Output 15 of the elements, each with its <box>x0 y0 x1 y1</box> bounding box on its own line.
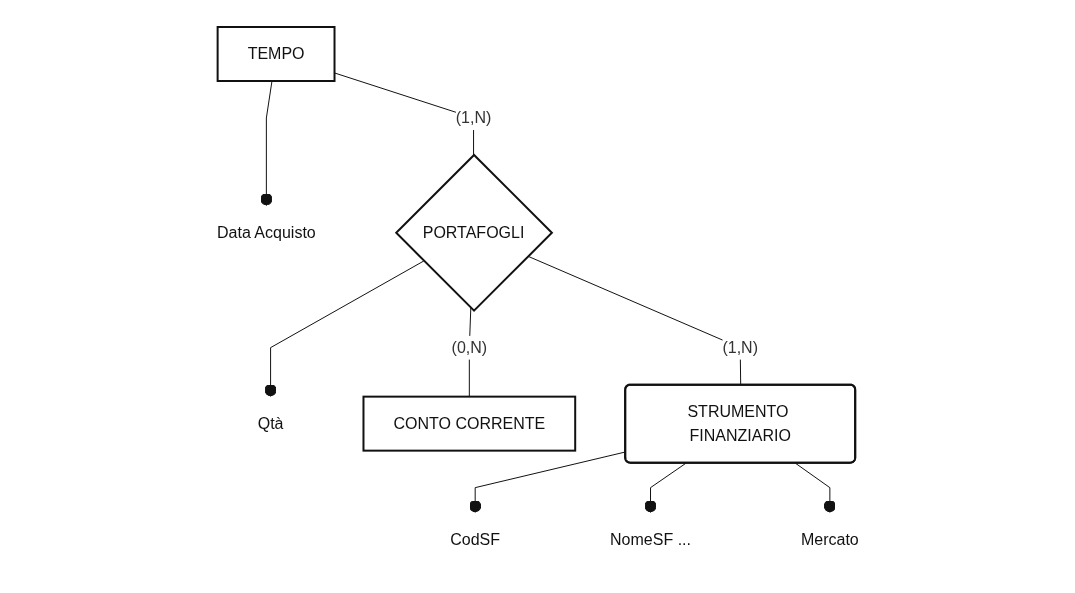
node-box: CONTO CORRENTE <box>362 395 576 452</box>
node-text: NomeSF ... <box>609 530 691 548</box>
connector <box>264 260 424 397</box>
node-text: Data Acquisto <box>216 223 316 241</box>
connector <box>259 80 273 206</box>
connector <box>794 462 836 513</box>
edge-label: (1,N) <box>722 338 758 356</box>
node-diamond: PORTAFOGLI <box>394 153 553 312</box>
node-text: Qtà <box>257 414 284 432</box>
edge-label: (1,N) <box>455 108 491 126</box>
connector <box>644 462 687 513</box>
node-box: TEMPO <box>216 25 336 82</box>
node-text: CodSF <box>449 530 500 548</box>
edge-label: (0,N) <box>451 338 487 356</box>
node-text: Mercato <box>800 530 859 548</box>
